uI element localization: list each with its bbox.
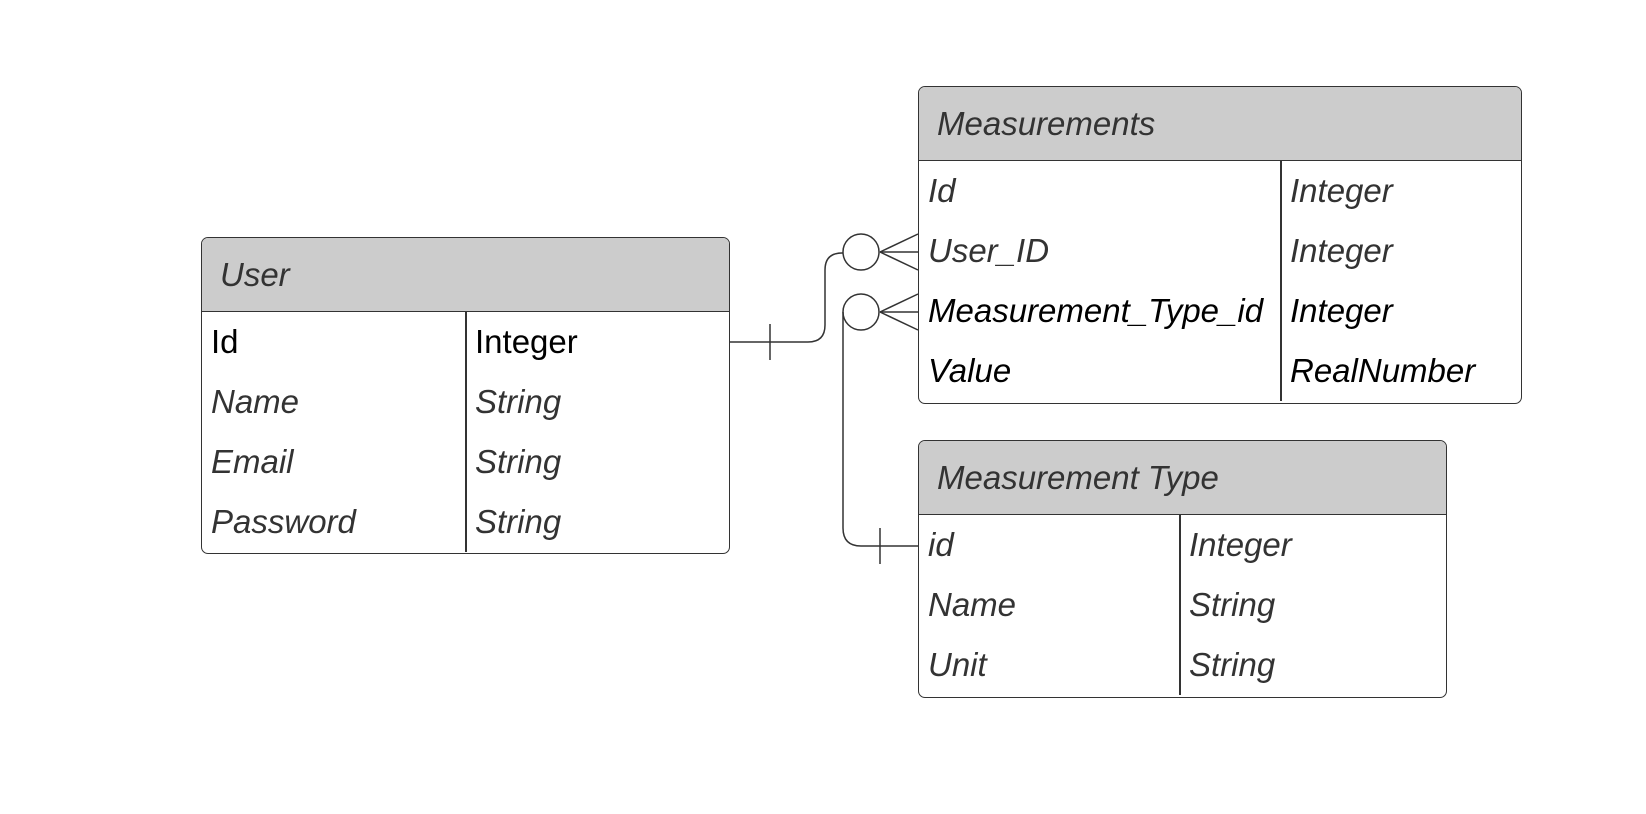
- field-row: Password String: [202, 492, 729, 552]
- connector-user-measurements: [730, 252, 843, 343]
- field-type: Integer: [1189, 526, 1292, 563]
- field-type: Integer: [1290, 292, 1393, 329]
- field-type: String: [475, 443, 562, 480]
- field-row: id Integer: [919, 515, 1446, 575]
- entity-title: Measurement Type: [919, 441, 1446, 515]
- entity-measurements[interactable]: Measurements Id Integer User_ID Integer …: [918, 86, 1522, 404]
- field-row: Measurement_Type_id Integer: [919, 281, 1521, 341]
- field-name: Name: [928, 586, 1017, 623]
- entity-fields: id Integer Name String Unit String: [919, 515, 1446, 695]
- field-type: String: [475, 383, 562, 420]
- column-divider: [1280, 161, 1282, 401]
- column-divider: [1179, 515, 1181, 695]
- field-row: Unit String: [919, 635, 1446, 695]
- field-name: Email: [211, 443, 294, 480]
- entity-title: User: [202, 238, 729, 312]
- entity-title: Measurements: [919, 87, 1521, 161]
- field-type: Integer: [1290, 172, 1393, 209]
- field-type: RealNumber: [1290, 352, 1476, 389]
- field-type: String: [1189, 646, 1276, 683]
- field-row: Name String: [202, 372, 729, 432]
- field-row: User_ID Integer: [919, 221, 1521, 281]
- field-type: Integer: [475, 323, 578, 360]
- field-row: Id Integer: [919, 161, 1521, 221]
- field-name: Id: [928, 172, 956, 209]
- entity-user[interactable]: User Id Integer Name String Email String…: [201, 237, 730, 554]
- field-type: String: [1189, 586, 1276, 623]
- entity-measurement-type[interactable]: Measurement Type id Integer Name String …: [918, 440, 1447, 698]
- field-name: id: [928, 526, 954, 563]
- field-name: Unit: [928, 646, 987, 683]
- column-divider: [465, 312, 467, 552]
- field-name: User_ID: [928, 232, 1050, 269]
- field-row: Name String: [919, 575, 1446, 635]
- field-name: Measurement_Type_id: [928, 292, 1264, 329]
- field-row: Email String: [202, 432, 729, 492]
- entity-fields: Id Integer User_ID Integer Measurement_T…: [919, 161, 1521, 401]
- field-name: Name: [211, 383, 300, 420]
- field-row: Value RealNumber: [919, 341, 1521, 401]
- field-name: Value: [928, 352, 1012, 389]
- zero-circle-user-id: [842, 233, 880, 271]
- field-name: Id: [211, 323, 239, 360]
- zero-circle-type-id: [842, 293, 880, 331]
- field-type: Integer: [1290, 232, 1393, 269]
- entity-fields: Id Integer Name String Email String Pass…: [202, 312, 729, 552]
- field-type: String: [475, 503, 562, 540]
- field-name: Password: [211, 503, 356, 540]
- field-row: Id Integer: [202, 312, 729, 372]
- connector-type-measurements: [842, 312, 918, 547]
